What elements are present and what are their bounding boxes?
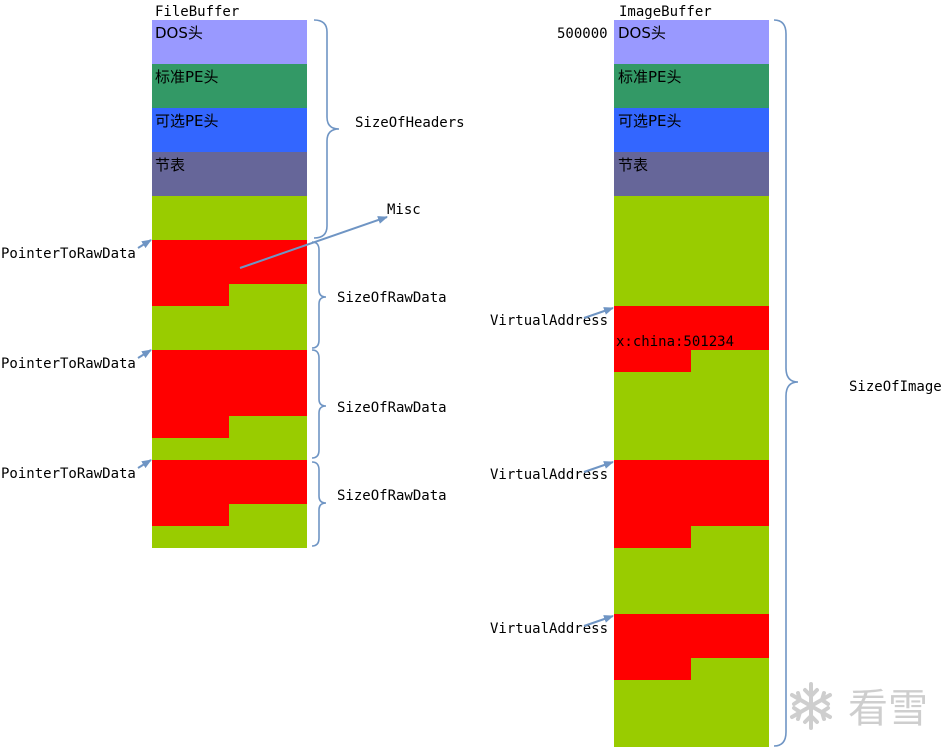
file-optional-pe-header-label: 可选PE头 — [155, 112, 219, 130]
image-dos-header-block — [614, 20, 769, 64]
image-buffer-title: ImageBuffer — [619, 4, 712, 20]
file-section-3-data — [152, 460, 307, 526]
pointer-to-raw-data-arrow-1 — [137, 239, 152, 249]
pointer-to-raw-data-arrow-3 — [137, 459, 152, 469]
virtual-address-arrow-3 — [583, 615, 614, 627]
image-buffer: ImageBuffer 500000 DOS头 标准PE头 可选PE头 节表 x… — [490, 4, 942, 747]
pointer-to-raw-data-label-1: PointerToRawData — [1, 246, 136, 262]
file-section-1 — [152, 240, 307, 350]
watermark-text: 看雪 — [848, 686, 928, 732]
file-section-1-data — [152, 240, 307, 306]
file-standard-pe-header-block — [152, 64, 307, 108]
image-section-1 — [614, 306, 769, 460]
size-of-image-brace — [773, 19, 799, 747]
virtual-address-arrow-2 — [583, 461, 614, 473]
section-annotation: x:china:501234 — [616, 334, 734, 350]
file-header-padding — [152, 196, 307, 240]
file-dos-header-label: DOS头 — [155, 24, 203, 42]
file-section-2 — [152, 350, 307, 460]
virtual-address-label-3: VirtualAddress — [490, 621, 608, 637]
file-section-3 — [152, 460, 307, 548]
image-base-address: 500000 — [557, 26, 608, 42]
size-of-headers-brace — [313, 19, 340, 239]
image-section-3-data — [614, 614, 769, 680]
size-of-raw-data-brace-1 — [311, 241, 327, 349]
pointer-to-raw-data-label-2: PointerToRawData — [1, 356, 136, 372]
image-dos-header-label: DOS头 — [618, 24, 666, 42]
size-of-raw-data-label-2: SizeOfRawData — [337, 400, 447, 416]
size-of-headers-label: SizeOfHeaders — [355, 115, 465, 131]
file-dos-header-block — [152, 20, 307, 64]
file-buffer: FileBuffer DOS头 标准PE头 可选PE头 节表 SizeOfHea… — [1, 4, 465, 548]
virtual-address-label-2: VirtualAddress — [490, 467, 608, 483]
image-section-1-data — [614, 306, 769, 372]
pointer-to-raw-data-arrow-2 — [137, 349, 152, 359]
misc-arrow — [239, 216, 388, 269]
snowflake-icon — [790, 682, 832, 730]
file-standard-pe-header-label: 标准PE头 — [155, 68, 219, 86]
virtual-address-arrow-1 — [583, 307, 614, 319]
size-of-image-label: SizeOfImage — [849, 379, 942, 395]
size-of-raw-data-brace-2 — [311, 349, 327, 459]
file-section-table-label: 节表 — [155, 156, 185, 174]
image-section-2-data — [614, 460, 769, 548]
size-of-raw-data-label-1: SizeOfRawData — [337, 290, 447, 306]
file-buffer-title: FileBuffer — [155, 4, 239, 20]
file-section-table-block — [152, 152, 307, 196]
file-section-2-data — [152, 350, 307, 438]
file-optional-pe-header-block — [152, 108, 307, 152]
image-optional-pe-header-label: 可选PE头 — [618, 112, 682, 130]
image-standard-pe-header-block — [614, 64, 769, 108]
pointer-to-raw-data-label-3: PointerToRawData — [1, 466, 136, 482]
image-header-padding — [614, 196, 769, 306]
image-standard-pe-header-label: 标准PE头 — [618, 68, 682, 86]
image-optional-pe-header-block — [614, 108, 769, 152]
image-section-table-block — [614, 152, 769, 196]
size-of-raw-data-label-3: SizeOfRawData — [337, 488, 447, 504]
image-section-2 — [614, 460, 769, 614]
virtual-address-label-1: VirtualAddress — [490, 313, 608, 329]
image-section-3 — [614, 614, 769, 747]
size-of-raw-data-brace-3 — [311, 461, 327, 547]
watermark: 看雪 — [790, 682, 928, 732]
misc-label: Misc — [387, 202, 421, 218]
image-section-table-label: 节表 — [618, 156, 648, 174]
